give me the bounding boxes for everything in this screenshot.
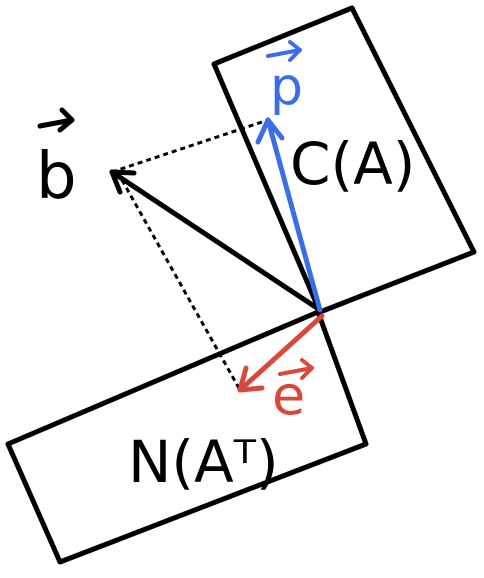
p-arrow-icon bbox=[266, 40, 302, 62]
p-label: p bbox=[266, 40, 303, 117]
dashed-line-b-to-p bbox=[111, 118, 269, 174]
p-vector-label: p bbox=[270, 57, 303, 117]
column-space-label: C(A) bbox=[290, 130, 415, 198]
b-vector bbox=[109, 169, 323, 313]
b-label: b bbox=[36, 107, 77, 214]
dashed-line-b-to-e bbox=[120, 179, 242, 391]
e-vector bbox=[237, 313, 325, 393]
left-nullspace-box bbox=[5, 309, 369, 565]
e-label: e bbox=[272, 358, 314, 427]
column-space-box bbox=[211, 5, 477, 315]
p-vector bbox=[255, 117, 323, 313]
e-arrow-icon bbox=[278, 358, 314, 380]
left-nullspace-label: N(Aᵀ) bbox=[128, 428, 279, 496]
e-vector-label: e bbox=[272, 364, 305, 427]
b-arrow-icon bbox=[37, 107, 75, 133]
b-vector-label: b bbox=[36, 140, 77, 214]
